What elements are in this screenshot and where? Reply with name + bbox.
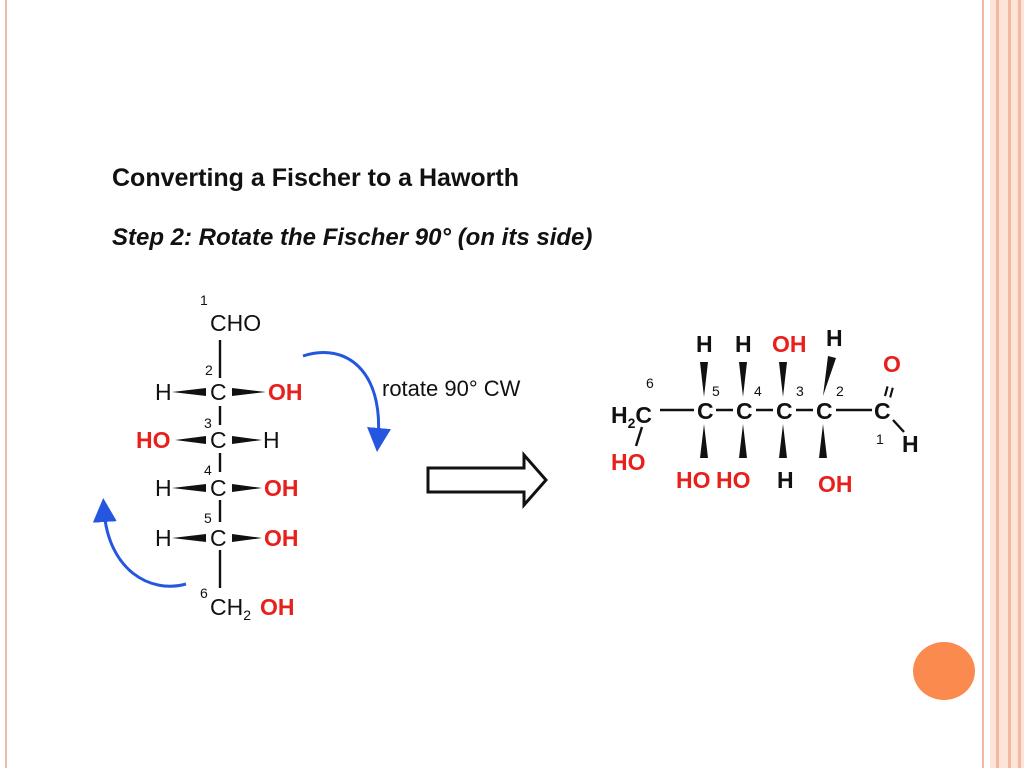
ch2-group: CH2	[210, 594, 251, 623]
carbon-number: 5	[712, 383, 720, 399]
wedge-bond	[700, 362, 708, 397]
rotated-chain: 6 5 4 3 2 1 H2C HO C C C C C H H OH H	[611, 325, 919, 497]
bottom-substituent: HO	[716, 467, 751, 493]
carbon-atom: C	[210, 525, 227, 551]
carbon-atom: C	[210, 379, 227, 405]
carbon-atom: C	[776, 398, 793, 424]
c6-hydroxyl-group: HO	[611, 449, 646, 475]
orange-circle-decoration	[913, 642, 975, 700]
carbon-number: 4	[754, 383, 762, 399]
carbon-atom: C	[210, 475, 227, 501]
wedge-bond	[700, 424, 708, 458]
top-substituent: OH	[772, 331, 807, 357]
hydrogen-atom: H	[155, 525, 172, 551]
wedge-bond	[175, 436, 206, 444]
slide-border-right-line	[996, 0, 999, 768]
slide-border-right-line	[1018, 0, 1021, 768]
aldehyde-hydrogen: H	[902, 431, 919, 457]
carbon-number: 1	[876, 431, 884, 447]
top-substituent: H	[696, 331, 713, 357]
carbon-number: 2	[836, 383, 844, 399]
hydrogen-atom: H	[155, 379, 172, 405]
carbon-atom: C	[874, 398, 891, 424]
wedge-bond	[172, 484, 206, 492]
wedge-bond	[779, 362, 787, 397]
slide-border-left	[5, 0, 7, 768]
wedge-bond	[232, 388, 266, 396]
carbon-number: 3	[204, 415, 212, 431]
bottom-substituent: H	[777, 467, 794, 493]
rotation-arrow-top	[302, 351, 391, 452]
rotation-arrow-bottom	[92, 498, 187, 588]
aldehyde-oxygen: O	[883, 351, 901, 377]
carbon-number: 3	[796, 383, 804, 399]
slide-title: Converting a Fischer to a Haworth	[112, 164, 520, 192]
wedge-bond	[172, 388, 206, 396]
conversion-arrow	[426, 451, 548, 509]
hydrogen-atom: H	[155, 475, 172, 501]
hydroxyl-group: OH	[264, 525, 299, 551]
chain-bond	[634, 426, 644, 447]
wedge-bond	[739, 424, 747, 458]
carbon-atom: C	[697, 398, 714, 424]
hydroxyl-group: OH	[264, 475, 299, 501]
slide-subtitle: Step 2: Rotate the Fischer 90° (on its s…	[112, 224, 593, 251]
carbon-number: 6	[646, 375, 654, 391]
wedge-bond	[172, 534, 206, 542]
wedge-bond	[823, 356, 836, 396]
carbon-atom: C	[210, 427, 227, 453]
wedge-bond	[819, 424, 827, 458]
c6-ch2-group: H2C	[611, 402, 652, 431]
bottom-substituent: HO	[676, 467, 711, 493]
carbon-atom: C	[736, 398, 753, 424]
wedge-bond	[232, 436, 262, 444]
carbon-atom: C	[816, 398, 833, 424]
rotation-label: rotate 90° CW	[382, 376, 521, 401]
wedge-bond	[779, 424, 787, 458]
cho-group: CHO	[210, 310, 261, 336]
wedge-bond	[232, 484, 262, 492]
hydrogen-atom: H	[263, 427, 280, 453]
hydroxyl-group: OH	[268, 379, 303, 405]
carbon-number: 5	[204, 510, 212, 526]
top-substituent: H	[826, 325, 843, 351]
chain-bond	[892, 419, 905, 433]
double-bond: =	[877, 384, 901, 401]
bottom-substituent: OH	[818, 471, 853, 497]
carbon-number: 2	[205, 362, 213, 378]
slide-border-right-line	[1008, 0, 1011, 768]
hydroxyl-group: OH	[260, 594, 295, 620]
carbon-number: 6	[200, 585, 208, 601]
hydroxyl-group: HO	[136, 427, 171, 453]
slide-border-right-inner	[982, 0, 984, 768]
carbon-number: 4	[204, 462, 212, 478]
carbon-number: 1	[200, 292, 208, 308]
wedge-bond	[232, 534, 262, 542]
fischer-projection: 1 CHO 2 C H OH 3 C HO H 4 C H OH 5 C H O…	[136, 292, 303, 623]
top-substituent: H	[735, 331, 752, 357]
wedge-bond	[739, 362, 747, 397]
